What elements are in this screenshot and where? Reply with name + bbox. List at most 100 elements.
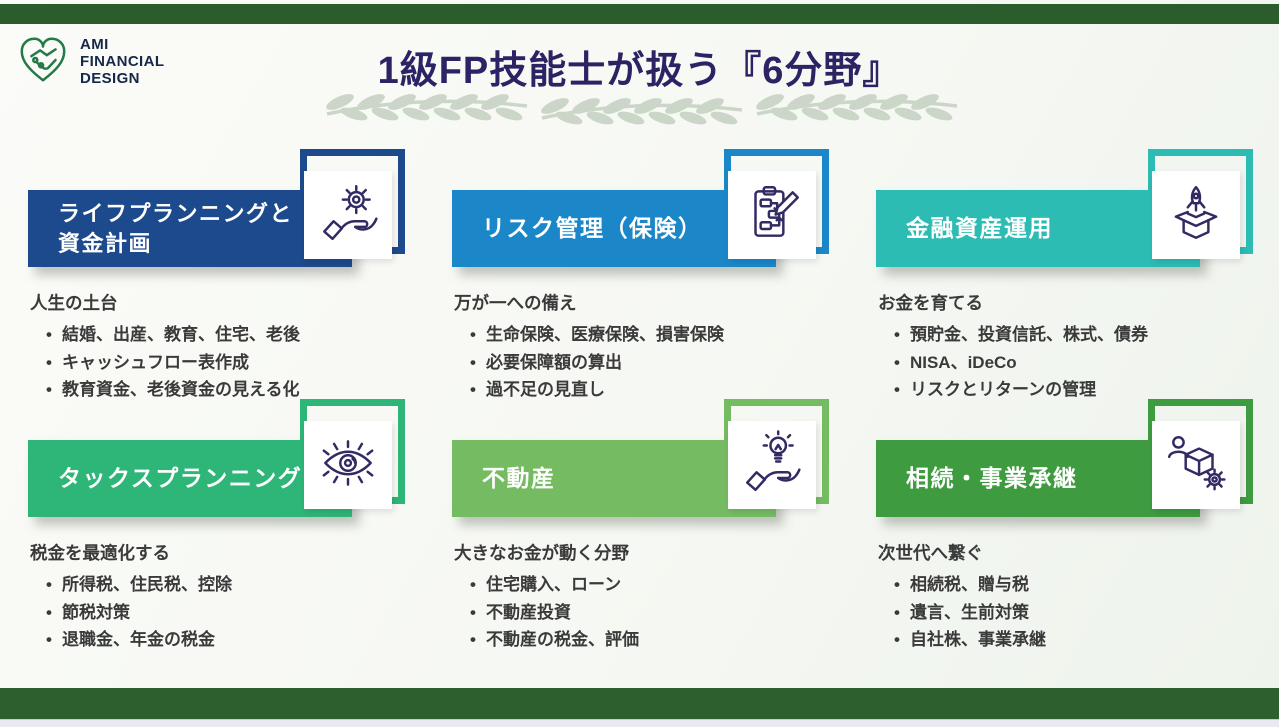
category-subtitle: 大きなお金が動く分野 [454, 543, 629, 563]
bullet-text: 自社株、事業承継 [909, 630, 1046, 649]
bottom-accent-bar [0, 688, 1279, 720]
icon-box [1152, 421, 1240, 509]
bullet-dot: • [894, 380, 900, 399]
bullet-text: 所得税、住民税、控除 [61, 575, 232, 594]
category-title: タックスプランニング [58, 464, 303, 491]
category-card-life-planning: ライフプランニングと資金計画 人生の土台 •結婚、出産、教育、住宅、老後 • キャッ… [28, 142, 424, 400]
bullet-dot: • [470, 325, 476, 344]
rocket-box-icon [1163, 180, 1229, 251]
bullet-item: • 不動産の税金、評価 [454, 626, 846, 654]
bullet-list: •結婚、出産、教育、住宅、老後 • キャッシュフロー表作成 •教育資金、老後資金の見え… [30, 321, 422, 404]
category-title: 相続・事業承継 [906, 464, 1078, 491]
bullet-text: 遺言、生前対策 [909, 602, 1029, 622]
bullet-text: 必要保障額の算出 [485, 352, 622, 372]
bullet-dot: • [470, 352, 476, 372]
bullet-dot: • [470, 602, 476, 622]
category-subtitle: 人生の土台 [30, 293, 118, 313]
bullet-dot: • [46, 602, 52, 622]
bullet-list: • 預貯金、投資信託、株式、債券 •NISA、iDeCo•リスクとリターンの管理 [878, 321, 1270, 404]
category-header: 不動産 [452, 440, 776, 517]
category-subtitle: 次世代へ繋ぐ [878, 543, 983, 563]
category-body: 人生の土台 •結婚、出産、教育、住宅、老後 • キャッシュフロー表作成 •教育資金、老… [30, 290, 422, 404]
clipboard-flow-icon [739, 180, 805, 251]
category-body: 次世代へ繋ぐ • 相続税、贈与税 • 遺言、生前対策 • 自社株、事業承継 [878, 540, 1270, 654]
bullet-list: • 所得税、住民税、控除 • 節税対策 •退職金、年金の税金 [30, 571, 422, 654]
bullet-text: キャッシュフロー表作成 [61, 352, 249, 372]
bullet-item: • 自社株、事業承継 [878, 626, 1270, 654]
category-body: 税金を最適化する •所得税、住民税、控除•節税対策•退職金、年金の税金 [30, 540, 422, 654]
category-card-risk-management: リスク管理（保険） 万が一への備え •生命保険、医療保険、損害保険•必要保障額の… [452, 142, 848, 400]
bullet-item: •NISA、iDeCo [878, 349, 1270, 377]
bullet-item: •結婚、出産、教育、住宅、老後 [30, 321, 422, 349]
bullet-item: • 所得税、住民税、控除 [30, 571, 422, 599]
bullet-item: • 遺言、生前対策 [878, 599, 1270, 627]
category-card-real-estate: 不動産 大きなお金が動く分野 • 住宅購入、ローン • 不動産投資 • 不動産の税金、評価 [452, 392, 848, 650]
logo: AMI FINANCIAL DESIGN [16, 33, 164, 92]
bullet-item: • 相続税、贈与税 [878, 571, 1270, 599]
bullet-text: 退職金、年金の税金 [61, 630, 215, 649]
category-header: 相続・事業承継 [876, 440, 1200, 517]
bullet-text: 相続税、贈与税 [909, 575, 1029, 594]
logo-line-2: FINANCIAL [80, 53, 165, 71]
person-box-gear-icon [1163, 430, 1229, 501]
bullet-text: 生命保険、医療保険、損害保険 [485, 325, 724, 344]
heart-handshake-icon [16, 33, 70, 92]
bullet-item: •退職金、年金の税金 [30, 626, 422, 654]
category-body: 大きなお金が動く分野 • 住宅購入、ローン • 不動産投資 • 不動産の税金、評価 [454, 540, 846, 654]
bullet-dot: • [894, 602, 900, 622]
bullet-item: • 生命保険、医療保険、損害保険 [454, 321, 846, 349]
category-card-asset-management: 金融資産運用 お金を育てる • 預貯金、投資信託、株式、債券 •NISA、iDeCo… [876, 142, 1272, 400]
bullet-dot: • [894, 575, 900, 594]
category-body: 万が一への備え •生命保険、医療保険、損害保険•必要保障額の算出•過不足の見直し [454, 290, 846, 404]
bullet-item: •教育資金、老後資金の見える化 [30, 376, 422, 404]
logo-text: AMI FINANCIAL DESIGN [80, 36, 165, 87]
bullet-dot: • [46, 575, 52, 594]
category-header: ライフプランニングと資金計画 [28, 190, 352, 267]
bullet-dot: • [46, 352, 52, 372]
bullet-dot: • [894, 630, 900, 649]
logo-line-3: DESIGN [80, 69, 140, 87]
bullet-dot: • [894, 352, 900, 372]
bullet-text: 住宅購入、ローン [485, 575, 622, 594]
category-title: 不動産 [482, 464, 556, 491]
category-subtitle: お金を育てる [878, 293, 983, 313]
bullet-dot: • [470, 380, 476, 399]
bullet-text: 結婚、出産、教育、住宅、老後 [61, 325, 300, 344]
bullet-item: • 過不足の見直し [454, 376, 846, 404]
category-header: リスク管理（保険） [452, 190, 776, 267]
top-accent-bar [0, 4, 1279, 24]
bullet-item: • キャッシュフロー表作成 [30, 349, 422, 377]
bullet-item: • 預貯金、投資信託、株式、債券 [878, 321, 1270, 349]
page-title: 1級FP技能士が扱う『6分野』 [377, 50, 902, 92]
bullet-list: • 住宅購入、ローン • 不動産投資 • 不動産の税金、評価 [454, 571, 846, 654]
hand-bulb-icon [739, 429, 805, 501]
category-title: ライフプランニングと [58, 200, 294, 226]
category-card-inheritance-succession: 相続・事業承継 次世代へ繋ぐ • 相続税、贈与税 • 遺言、生前対策 • 自社株、事業承継 [876, 392, 1272, 650]
bullet-text: 不動産の税金、評価 [485, 630, 639, 649]
icon-box [728, 171, 816, 259]
bullet-list: • 生命保険、医療保険、損害保険 • 必要保障額の算出 • 過不足の見直し [454, 321, 846, 404]
bullet-text: 過不足の見直し [485, 380, 605, 399]
hand-gear-icon [315, 180, 381, 251]
bullet-text: 預貯金、投資信託、株式、債券 [909, 325, 1148, 344]
bullet-item: •リスクとリターンの管理 [878, 376, 1270, 404]
logo-line-1: AMI [80, 36, 109, 54]
bullet-text: 不動産投資 [485, 602, 571, 622]
category-header: 金融資産運用 [876, 190, 1200, 267]
bottom-edge-strip [0, 720, 1279, 727]
icon-box [728, 421, 816, 509]
category-header: タックスプランニング [28, 440, 352, 517]
category-title: リスク管理（保険） [482, 214, 703, 241]
bullet-list: • 相続税、贈与税 • 遺言、生前対策 • 自社株、事業承継 [878, 571, 1270, 654]
bullet-dot: • [470, 630, 476, 649]
bullet-dot: • [470, 575, 476, 594]
icon-box [304, 171, 392, 259]
bullet-text: 節税対策 [61, 602, 130, 622]
icon-box [1152, 171, 1240, 259]
bullet-dot: • [894, 325, 900, 344]
eye-icon [315, 430, 381, 501]
bullet-item: • 節税対策 [30, 599, 422, 627]
bullet-item: • 住宅購入、ローン [454, 571, 846, 599]
bullet-text: 教育資金、老後資金の見える化 [61, 380, 300, 399]
